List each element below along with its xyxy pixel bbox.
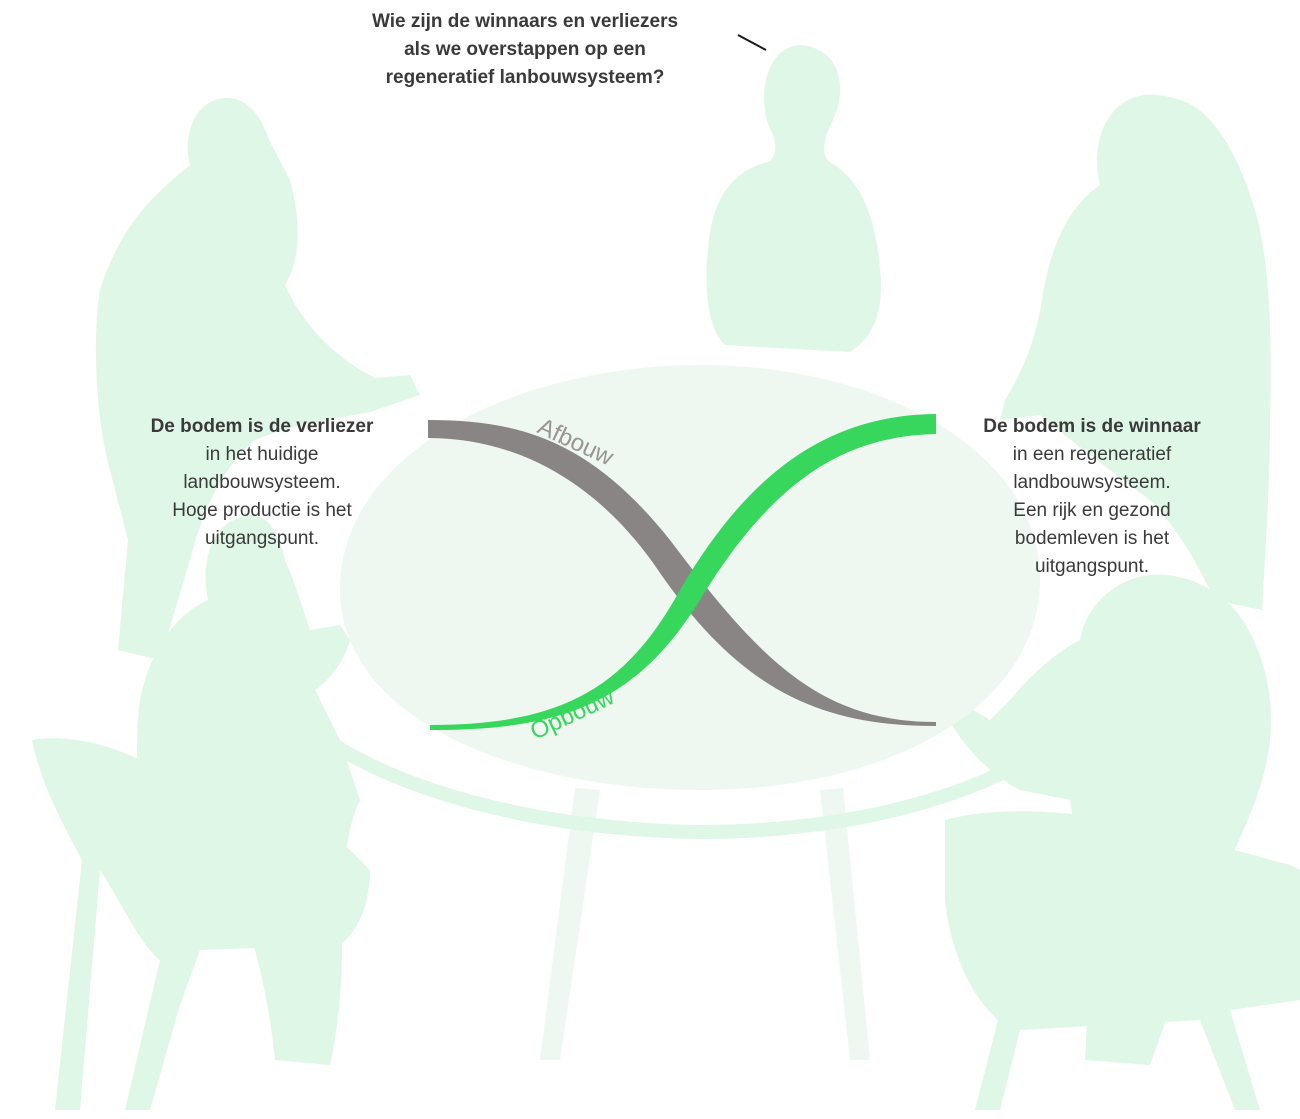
loser-body-line: Hoge productie is het: [172, 500, 352, 521]
person-top-left: [95, 97, 420, 660]
person-top-right: [1000, 94, 1271, 610]
loser-body-line: in het huidige: [205, 444, 319, 465]
winner-title: De bodem is de winnaar: [983, 416, 1201, 437]
loser-body-line: landbouwsysteem.: [183, 472, 341, 493]
loser-caption: De bodem is de verliezer in het huidige …: [112, 413, 412, 553]
question-line-3: regeneratief lanbouwsysteem?: [385, 67, 665, 88]
table-edge: [295, 714, 1065, 840]
winner-body-line: bodemleven is het: [1014, 528, 1170, 549]
winner-body-line: in een regeneratief: [1012, 444, 1172, 465]
person-bottom-right: [915, 574, 1300, 1110]
decline-curve: [428, 420, 936, 726]
central-question: Wie zijn de winnaars en verliezers als w…: [320, 8, 730, 92]
loser-title: De bodem is de verliezer: [150, 416, 374, 437]
speech-pointer: [737, 34, 767, 51]
question-line-1: Wie zijn de winnaars en verliezers: [371, 11, 679, 32]
people-silhouettes: [32, 45, 1300, 1110]
question-line-2: als we overstappen op een: [404, 39, 646, 60]
loser-body-line: uitgangspunt.: [204, 528, 320, 549]
round-table: [340, 365, 1040, 1060]
person-bottom-left: [32, 515, 370, 1110]
winner-caption: De bodem is de winnaar in een regenerati…: [944, 413, 1240, 581]
person-top-center: [706, 45, 881, 352]
winner-body-line: landbouwsysteem.: [1013, 472, 1171, 493]
winner-body-line: Een rijk en gezond: [1013, 500, 1171, 521]
winner-body-line: uitgangspunt.: [1034, 556, 1150, 577]
